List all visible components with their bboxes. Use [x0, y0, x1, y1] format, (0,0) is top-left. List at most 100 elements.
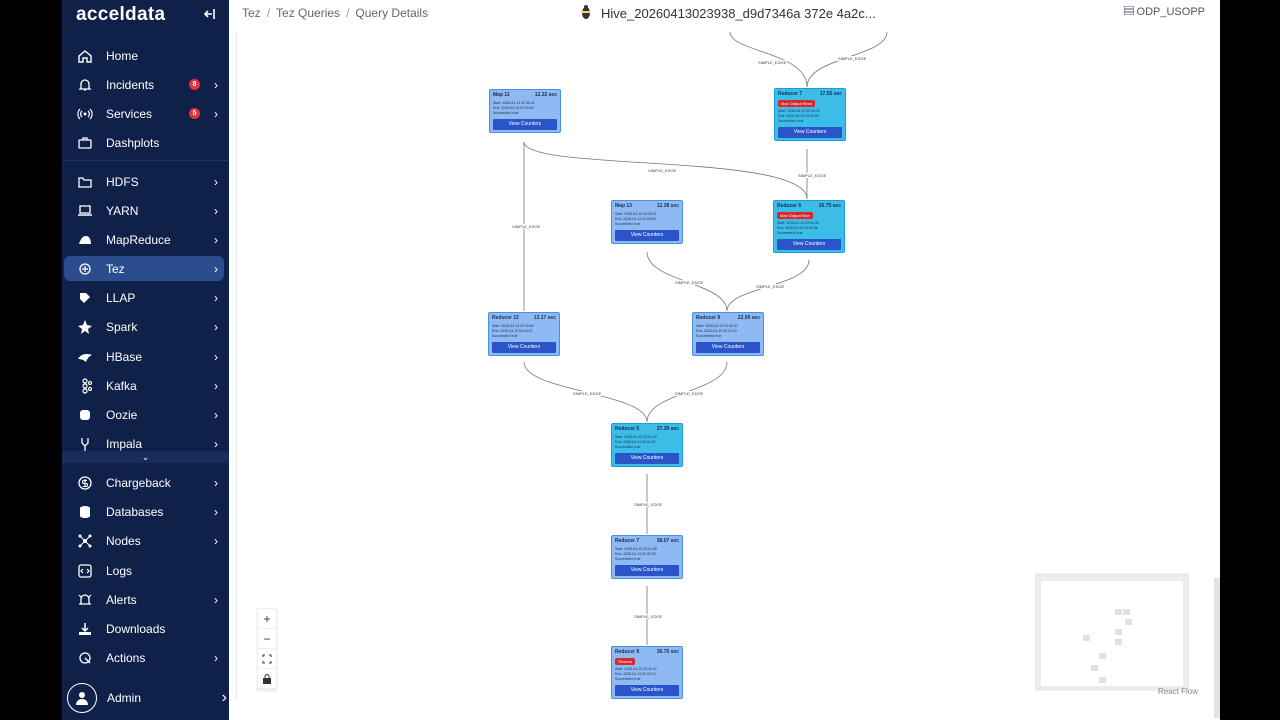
sidebar-item-label: Logs [106, 563, 133, 578]
minimap-node [1115, 639, 1122, 645]
chevron-right-icon: › [214, 650, 218, 665]
sidebar-item-spark[interactable]: Spark › [64, 314, 224, 339]
sidebar-item-label: LLAP [106, 290, 136, 305]
sidebar-item-databases[interactable]: Databases› [64, 499, 224, 524]
node-detail-line: End: 2026-04-13 02:42:36 [615, 552, 656, 556]
node-tag-badge: Max Output Recs [778, 100, 815, 107]
node-detail-line: Succeeded: true [615, 445, 641, 449]
sidebar-item-label: Alerts [106, 592, 137, 607]
node-duration: 12.32 sec [534, 92, 557, 98]
chevron-right-icon: › [214, 475, 218, 490]
node-detail-line: End: 2026-04-13 02:43:14 [615, 672, 656, 676]
cluster-selector[interactable]: ODP_USOPP [1123, 5, 1205, 18]
minimap[interactable] [1035, 573, 1189, 691]
node-detail-line: Start: 2026-04-13 02:42:37 [615, 667, 657, 671]
sidebar-item-downloads[interactable]: Downloads [64, 616, 224, 641]
chevron-right-icon: › [221, 689, 227, 706]
sidebar-item-label: Tez [106, 261, 125, 276]
view-counters-button[interactable]: View Counters [615, 453, 679, 464]
page-scrollbar[interactable] [1214, 578, 1220, 718]
sidebar-item-hbase[interactable]: HBase› [64, 344, 224, 369]
sidebar-item-chargeback[interactable]: Chargeback › [64, 470, 224, 495]
chevron-right-icon: › [214, 436, 218, 451]
view-counters-button[interactable]: View Counters [778, 127, 842, 138]
user-avatar-icon [67, 683, 97, 713]
node-detail-line: Succeeded: true [492, 334, 518, 338]
dollar-icon [76, 474, 94, 492]
count-badge: 5 [189, 108, 200, 119]
breadcrumb-separator: / [346, 6, 350, 20]
admin-menu[interactable]: Admin › [67, 683, 227, 713]
minimap-viewport [1041, 581, 1183, 686]
view-counters-button[interactable]: View Counters [615, 685, 679, 696]
sidebar-item-actions[interactable]: Actions› [64, 645, 224, 670]
hive-bee-icon [579, 4, 593, 23]
node-title: Reducer 5 [615, 426, 640, 432]
sidebar-item-label: HDFS [106, 174, 139, 189]
sidebar-item-tez[interactable]: Tez› [64, 256, 224, 281]
sidebar-item-label: Spark [106, 319, 138, 334]
react-flow-attribution[interactable]: React Flow [1158, 687, 1199, 696]
sidebar-item-hdfs[interactable]: HDFS› [64, 169, 224, 194]
sidebar-item-nodes[interactable]: Nodes› [64, 528, 224, 553]
edge-label: SIMPLE_EDGE [633, 502, 664, 507]
minimap-node [1115, 629, 1122, 635]
node-duration: 17.55 sec [819, 91, 842, 97]
sidebar-item-kafka[interactable]: Kafka› [64, 373, 224, 398]
sidebar-item-dashplots[interactable]: Dashplots [64, 130, 224, 155]
view-counters-button[interactable]: View Counters [615, 230, 679, 241]
node-detail-line: End: 2026-04-13 02:39:53 [615, 217, 656, 221]
breadcrumb-tez-queries[interactable]: Tez Queries [276, 6, 341, 20]
sidebar-item-home[interactable]: Home [64, 43, 224, 68]
node-detail-line: Succeeded: true [615, 677, 641, 681]
sidebar-item-yarn[interactable]: YARN› [64, 198, 224, 223]
sidebar-item-mapreduce[interactable]: MapReduce› [64, 227, 224, 252]
sidebar-item-impala[interactable]: Impala› [64, 431, 224, 456]
view-counters-button[interactable]: View Counters [777, 239, 841, 250]
zoom-in-icon[interactable]: + [258, 609, 276, 629]
node-title: Map 11 [493, 92, 510, 98]
sidebar-item-oozie[interactable]: Oozie› [64, 402, 224, 427]
edge-label: SIMPLE_EDGE [572, 391, 603, 396]
node-title: Reducer 9 [696, 315, 721, 321]
sidebar-item-logs[interactable]: Logs [64, 558, 224, 583]
node-detail-line: Start: 2026-04-13 02:39:41 [615, 212, 657, 216]
sidebar-item-label: Incidents [106, 77, 155, 92]
scroll-more-chevron-icon[interactable]: ⌄ [62, 451, 229, 463]
count-badge: 8 [189, 79, 200, 90]
view-counters-button[interactable]: View Counters [492, 342, 556, 353]
node-detail-line: End: 2026-04-13 02:39:53 [493, 106, 534, 110]
minimap-node [1123, 609, 1130, 615]
chevron-right-icon: › [214, 77, 218, 92]
sidebar-item-llap[interactable]: LLAP› [64, 285, 224, 310]
admin-label: Admin [107, 691, 142, 705]
sidebar-item-label: Nodes [106, 533, 141, 548]
sidebar-item-alerts[interactable]: Alerts› [64, 587, 224, 612]
node-detail-line: Start: 2026-04-13 02:41:58 [615, 547, 657, 551]
view-counters-button[interactable]: View Counters [696, 342, 760, 353]
mapreduce-icon [76, 231, 94, 249]
node-detail-line: End: 2026-04-13 02:40:56 [777, 226, 818, 230]
zoom-out-icon[interactable]: − [258, 629, 276, 649]
breadcrumb-tez[interactable]: Tez [242, 6, 261, 20]
fit-view-icon[interactable] [258, 649, 276, 669]
chevron-right-icon: › [214, 319, 218, 334]
sidebar-item-label: Chargeback [106, 475, 171, 490]
view-counters-button[interactable]: View Counters [493, 119, 557, 130]
collapse-sidebar-icon[interactable] [202, 6, 220, 24]
sidebar-item-incidents[interactable]: Incidents 8 › [64, 72, 224, 97]
lock-icon[interactable] [258, 669, 276, 689]
view-counters-button[interactable]: View Counters [615, 565, 679, 576]
